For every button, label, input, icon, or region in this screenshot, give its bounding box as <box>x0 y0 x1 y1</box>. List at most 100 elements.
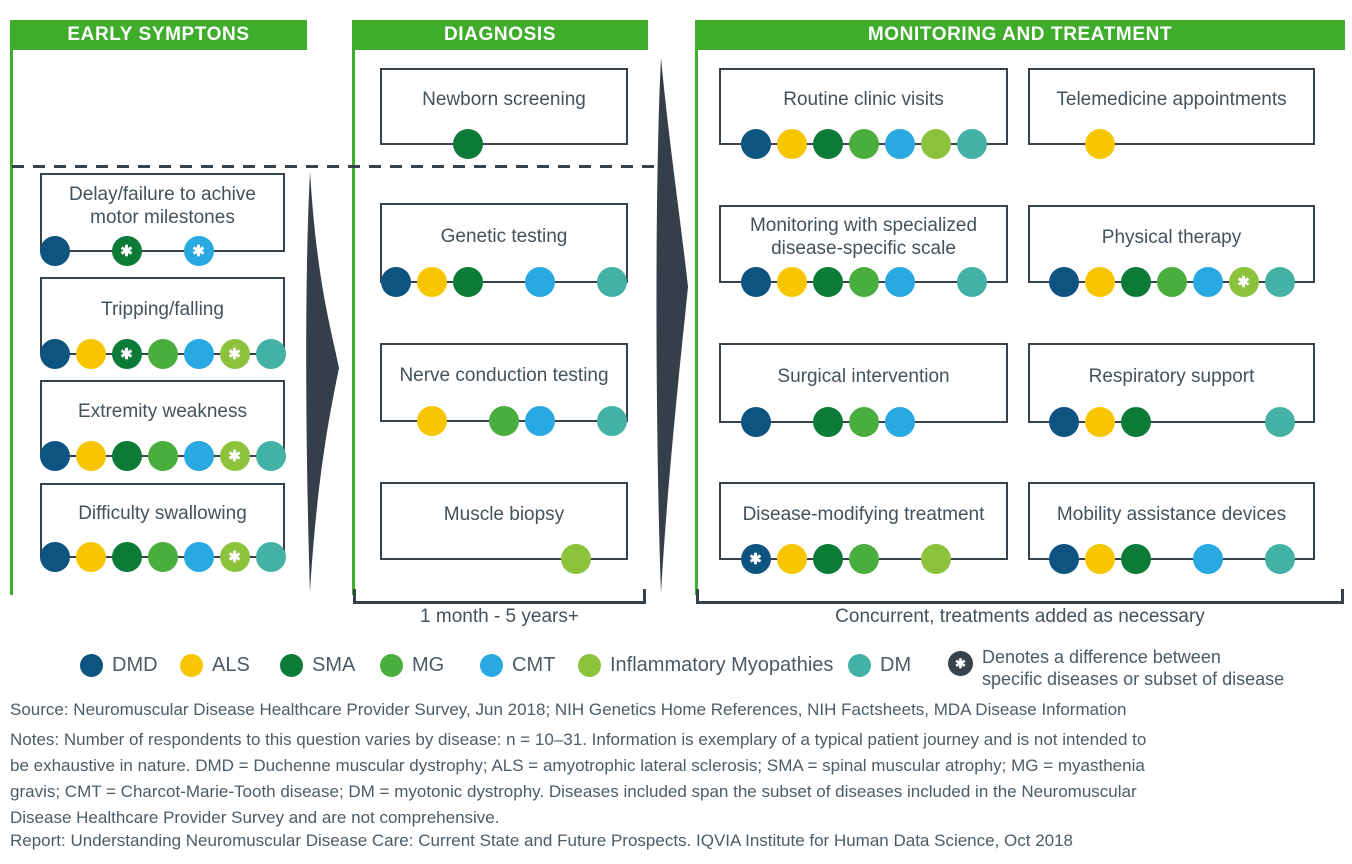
disease-dot-DM <box>956 267 987 297</box>
report-line: Report: Understanding Neuromuscular Dise… <box>10 831 1074 850</box>
disease-dot-MG <box>848 267 879 297</box>
column-header-diagnosis: DIAGNOSIS <box>352 20 648 50</box>
disease-dot-ALS <box>776 129 807 159</box>
column-spine-monitoring <box>695 20 698 595</box>
disease-dot-SMA <box>812 267 843 297</box>
legend-label: CMT <box>512 654 556 676</box>
asterisk-note-line1: Denotes a difference between <box>982 647 1221 667</box>
disease-dot-IM <box>920 129 951 159</box>
flow-arrow-diagnosis-to-monitoring <box>656 58 688 593</box>
journey-box-label: Mobility assistance devices <box>1056 503 1287 525</box>
journey-box-label: Monitoring with specialized disease-spec… <box>749 215 978 259</box>
legend-dot-DMD <box>80 654 103 677</box>
monitoring-time-bracket <box>696 589 1344 604</box>
disease-dot-IM <box>920 544 951 574</box>
journey-box-routine-clinic-visits: Routine clinic visits <box>719 68 1008 145</box>
disease-dot-MG <box>147 542 178 572</box>
disease-dot-DM <box>956 129 987 159</box>
journey-box-respiratory-support: Respiratory support <box>1028 343 1315 423</box>
disease-dot-IM-asterisk: ✱ <box>219 441 250 471</box>
disease-dot-DMD <box>381 267 411 297</box>
disease-dot-MG <box>848 544 879 574</box>
disease-dot-CMT <box>884 129 915 159</box>
legend-item-ALS: ALS <box>180 654 250 677</box>
disease-dot-ALS <box>417 406 447 436</box>
journey-box-delay-failure-to-achive-motor-milestones: Delay/failure to achive motor milestones <box>40 173 285 252</box>
disease-dot-SMA <box>1120 267 1151 297</box>
disease-dot-CMT <box>884 407 915 437</box>
journey-box-mobility-assistance-devices: Mobility assistance devices <box>1028 482 1315 560</box>
disease-dot-DMD <box>1048 267 1079 297</box>
disease-dot-SMA-asterisk: ✱ <box>111 339 142 369</box>
journey-box-label: Delay/failure to achive motor milestones <box>69 183 256 228</box>
disease-dot-CMT <box>1192 544 1223 574</box>
asterisk-note-line2: specific diseases or subset of disease <box>982 669 1285 689</box>
disease-dot-DMD <box>1048 407 1079 437</box>
journey-box-genetic-testing: Genetic testing <box>380 203 628 283</box>
disease-dot-SMA <box>453 129 483 159</box>
journey-box-label: Newborn screening <box>422 89 586 110</box>
notes-line: Notes: Number of respondents to this que… <box>10 730 1147 749</box>
disease-dot-MG <box>848 129 879 159</box>
diagnosis-time-bracket <box>353 589 646 604</box>
asterisk-legend-icon: ✱ <box>948 651 973 676</box>
disease-dot-CMT <box>525 267 555 297</box>
column-spine-early <box>10 20 13 595</box>
asterisk-legend-note: Denotes a difference between specific di… <box>982 646 1284 690</box>
disease-dot-DMD <box>39 441 70 471</box>
notes-line: be exhaustive in nature. DMD = Duchenne … <box>10 756 1145 775</box>
diagnosis-time-label: 1 month - 5 years+ <box>420 606 579 627</box>
journey-box-telemedicine-appointments: Telemedicine appointments <box>1028 68 1315 145</box>
dashed-separator-line <box>12 165 655 168</box>
flow-arrow-early-to-diagnosis <box>306 172 339 592</box>
legend-label: SMA <box>312 654 356 676</box>
journey-box-muscle-biopsy: Muscle biopsy <box>380 482 628 560</box>
journey-box-newborn-screening: Newborn screening <box>380 68 628 145</box>
legend-item-MG: MG <box>380 654 444 677</box>
disease-dot-CMT <box>183 441 214 471</box>
disease-dot-DMD <box>740 267 771 297</box>
journey-box-label: Telemedicine appointments <box>1056 89 1287 110</box>
legend-item-DMD: DMD <box>80 654 158 677</box>
disease-dot-CMT-asterisk: ✱ <box>183 236 214 266</box>
disease-dot-ALS <box>1084 544 1115 574</box>
journey-box-label: Physical therapy <box>1101 226 1242 248</box>
disease-dot-DM <box>1264 407 1295 437</box>
disease-dot-IM-asterisk: ✱ <box>219 339 250 369</box>
disease-dot-SMA <box>812 129 843 159</box>
disease-dot-SMA <box>812 544 843 574</box>
disease-dot-IM <box>561 544 591 574</box>
disease-dot-MG <box>848 407 879 437</box>
disease-dot-SMA <box>812 407 843 437</box>
disease-dot-SMA <box>111 542 142 572</box>
disease-dot-DMD <box>740 407 771 437</box>
disease-dot-SMA <box>1120 544 1151 574</box>
disease-dot-ALS <box>75 542 106 572</box>
legend-label: MG <box>412 654 445 676</box>
legend-dot-DM <box>848 654 871 677</box>
disease-dot-DM <box>1264 267 1295 297</box>
disease-dot-CMT <box>183 542 214 572</box>
disease-dot-DMD <box>39 542 70 572</box>
disease-dot-CMT <box>1192 267 1223 297</box>
disease-dot-IM-asterisk: ✱ <box>1228 267 1259 297</box>
journey-box-label: Respiratory support <box>1088 365 1255 387</box>
disease-dot-ALS <box>417 267 447 297</box>
legend-dot-ALS <box>180 654 203 677</box>
notes-line: Disease Healthcare Provider Survey and a… <box>10 808 500 827</box>
journey-box-label: Genetic testing <box>440 225 568 247</box>
monitoring-time-label: Concurrent, treatments added as necessar… <box>835 606 1205 627</box>
disease-dot-DM <box>255 339 286 369</box>
journey-box-monitoring-with-specialized-disease-spec: Monitoring with specialized disease-spec… <box>719 205 1008 283</box>
journey-box-label: Disease-modifying treatment <box>742 503 985 525</box>
disease-dot-SMA <box>1120 407 1151 437</box>
disease-dot-ALS <box>75 441 106 471</box>
legend-dot-CMT <box>480 654 503 677</box>
journey-box-label: Extremity weakness <box>78 401 247 422</box>
disease-dot-DMD <box>1048 544 1079 574</box>
disease-dot-DMD <box>39 236 70 266</box>
column-spine-diagnosis <box>352 20 355 595</box>
legend-dot-SMA <box>280 654 303 677</box>
disease-dot-ALS <box>776 544 807 574</box>
journey-box-label: Difficulty swallowing <box>78 503 247 524</box>
